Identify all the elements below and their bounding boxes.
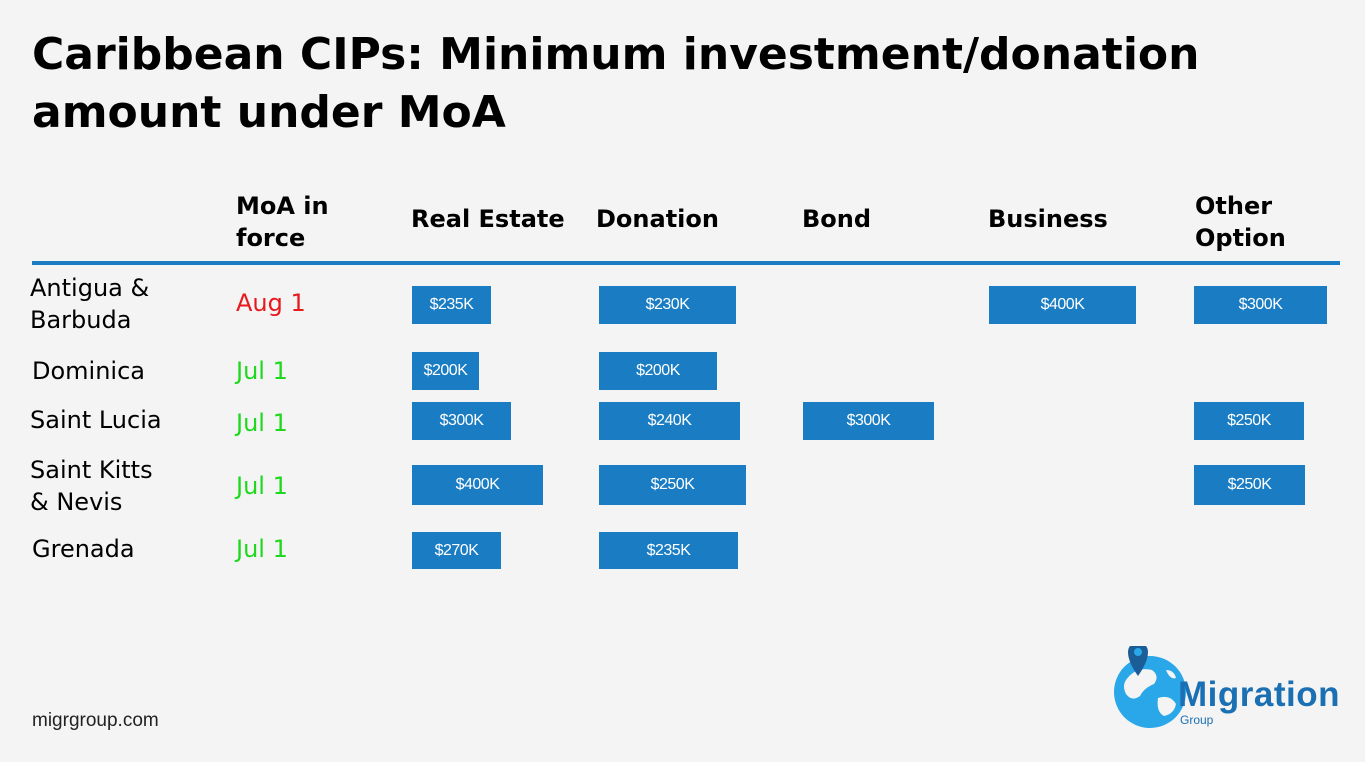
badge-grenada-donation: $235K xyxy=(599,532,738,569)
country-dominica: Dominica xyxy=(32,357,145,385)
badge-skn-real-estate: $400K xyxy=(412,465,543,505)
badge-antigua-other: $300K xyxy=(1194,286,1327,324)
header-divider xyxy=(32,261,1340,265)
footer-website: migrgroup.com xyxy=(32,710,159,731)
moa-saint-kitts: Jul 1 xyxy=(236,472,288,500)
country-grenada: Grenada xyxy=(32,535,135,563)
logo-wordmark: Migration xyxy=(1178,675,1340,714)
header-moa-line2: force xyxy=(236,224,306,252)
badge-dominica-real-estate: $200K xyxy=(412,352,479,390)
country-antigua-barbuda: Antigua & Barbuda xyxy=(30,272,149,336)
header-other-line1: Other xyxy=(1195,192,1273,220)
moa-dominica: Jul 1 xyxy=(236,357,288,385)
header-bond: Bond xyxy=(802,205,872,233)
moa-grenada: Jul 1 xyxy=(236,535,288,563)
header-other-option: Other Option xyxy=(1195,190,1286,254)
country-antigua-line1: Antigua & xyxy=(30,274,150,302)
badge-lucia-donation: $240K xyxy=(599,402,740,440)
badge-antigua-donation: $230K xyxy=(599,286,736,324)
header-moa-line1: MoA in xyxy=(236,192,329,220)
country-saint-lucia: Saint Lucia xyxy=(30,406,162,434)
header-real-estate: Real Estate xyxy=(411,205,565,233)
logo-subtitle: Group xyxy=(1180,713,1214,727)
globe-pin-icon xyxy=(1114,646,1186,728)
moa-saint-lucia: Jul 1 xyxy=(236,409,288,437)
country-antigua-line2: Barbuda xyxy=(30,306,132,334)
badge-lucia-real-estate: $300K xyxy=(412,402,511,440)
badge-antigua-real-estate: $235K xyxy=(412,286,491,324)
moa-antigua: Aug 1 xyxy=(236,289,306,317)
country-skn-line1: Saint Kitts xyxy=(30,456,153,484)
badge-skn-donation: $250K xyxy=(599,465,746,505)
badge-antigua-business: $400K xyxy=(989,286,1136,324)
badge-lucia-other: $250K xyxy=(1194,402,1304,440)
page-title: Caribbean CIPs: Minimum investment/donat… xyxy=(32,29,1200,138)
header-donation: Donation xyxy=(596,205,719,233)
badge-skn-other: $250K xyxy=(1194,465,1305,505)
country-skn-line2: & Nevis xyxy=(30,488,123,516)
country-saint-kitts-nevis: Saint Kitts & Nevis xyxy=(30,454,153,518)
header-business: Business xyxy=(988,205,1108,233)
header-moa: MoA in force xyxy=(236,190,329,254)
badge-dominica-donation: $200K xyxy=(599,352,717,390)
header-other-line2: Option xyxy=(1195,224,1286,252)
badge-lucia-bond: $300K xyxy=(803,402,934,440)
badge-grenada-real-estate: $270K xyxy=(412,532,501,569)
